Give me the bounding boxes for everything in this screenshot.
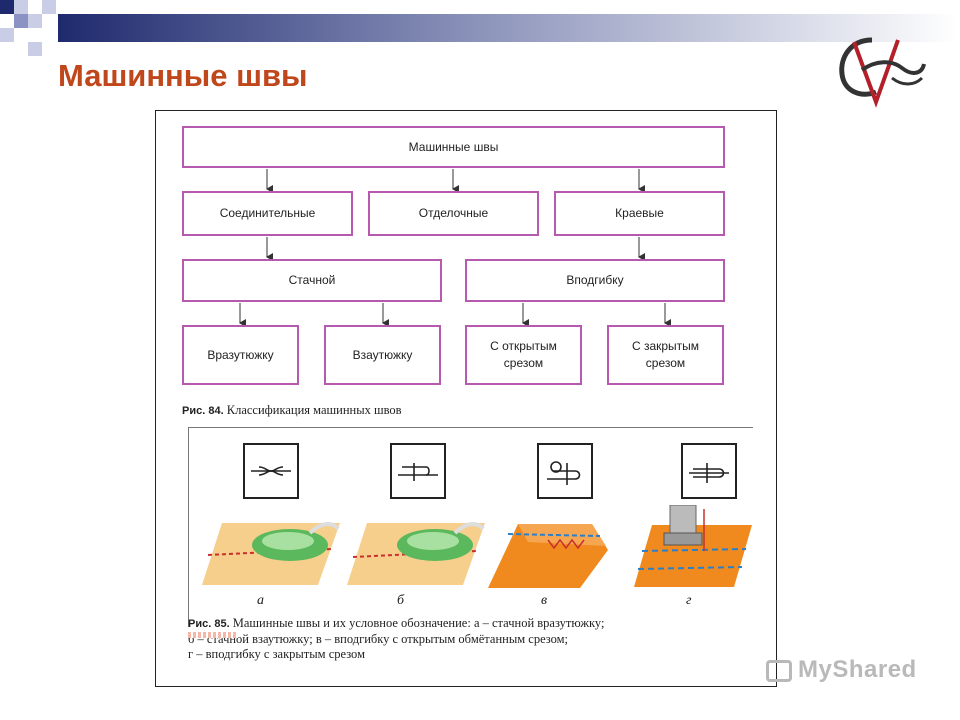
seam-symbol-b [390,443,446,499]
watermark: MyShared [766,656,917,684]
watermark-icon [766,659,792,682]
diagram-box-pressed-side: Взаутюжку [324,325,441,385]
figure85-caption-line2: б – стачной взаутюжку; в – вподгибку с о… [188,632,569,646]
figure84-caption-text: Классификация машинных швов [226,403,402,417]
figure84-caption-label: Рис. 84. [182,405,224,417]
seam-symbol-g-icon [689,463,729,483]
figure-letter-v: в [541,593,548,608]
diagram-arrows [239,169,671,327]
figure-letter-g: г [686,593,692,608]
diagram-box-open-edge: С открытым срезом [465,325,582,385]
logo-icon [832,32,932,112]
diagram-box-decorative: Отделочные [368,191,539,236]
slide-title: Машинные швы [58,58,308,93]
corner-squares-graphic [0,0,958,56]
figure85-caption-line3: г – вподгибку с закрытым срезом [188,647,365,661]
figure84-caption: Рис. 84. Классификация машинных швов [182,403,402,418]
diagram-box-closed-edge: С закрытым срезом [607,325,724,385]
fabric-machine-g-graphic [634,504,752,587]
seam-illustration-a [200,515,340,590]
seam-symbol-b-icon [398,463,438,481]
seam-symbol-v [537,443,593,499]
figure-letter-b: б [397,593,405,608]
seam-illustration-b [345,515,485,590]
figure85-caption-label: Рис. 85. [188,618,230,630]
figure-divider-left [188,427,189,627]
seam-illustration-g [634,504,752,590]
diagram-box-pressed-open: Вразутюжку [182,325,299,385]
figure85-caption: Рис. 85. Машинные швы и их условное обоз… [188,616,748,662]
corner-decoration [0,0,960,60]
fabric-hem-v-graphic [488,524,608,588]
caption-accent-bar [188,632,238,638]
diagram-root-box: Машинные швы [182,126,725,168]
seam-symbol-a-icon [251,466,291,476]
watermark-text: MyShared [798,656,917,683]
fabric-iron-b-graphic [347,522,485,585]
diagram-box-hemmed: Вподгибку [465,259,725,302]
diagram-box-connecting: Соединительные [182,191,353,236]
figure-letter-a: а [257,593,264,608]
diagram-box-plain: Стачной [182,259,442,302]
seam-symbol-g [681,443,737,499]
seam-illustration-v [488,520,608,590]
diagram-box-edge: Краевые [554,191,725,236]
seam-symbol-v-icon [547,461,581,485]
fabric-iron-a-graphic [202,522,340,585]
figure-divider [188,427,753,428]
figure85-caption-line1: Рис. 85. Машинные швы и их условное обоз… [188,616,748,632]
seam-symbol-a [243,443,299,499]
figure-panel: Машинные швы Соединительные Отделочные К… [155,110,777,687]
figure85-caption-line1-text: Машинные швы и их условное обозначение: … [232,616,605,630]
